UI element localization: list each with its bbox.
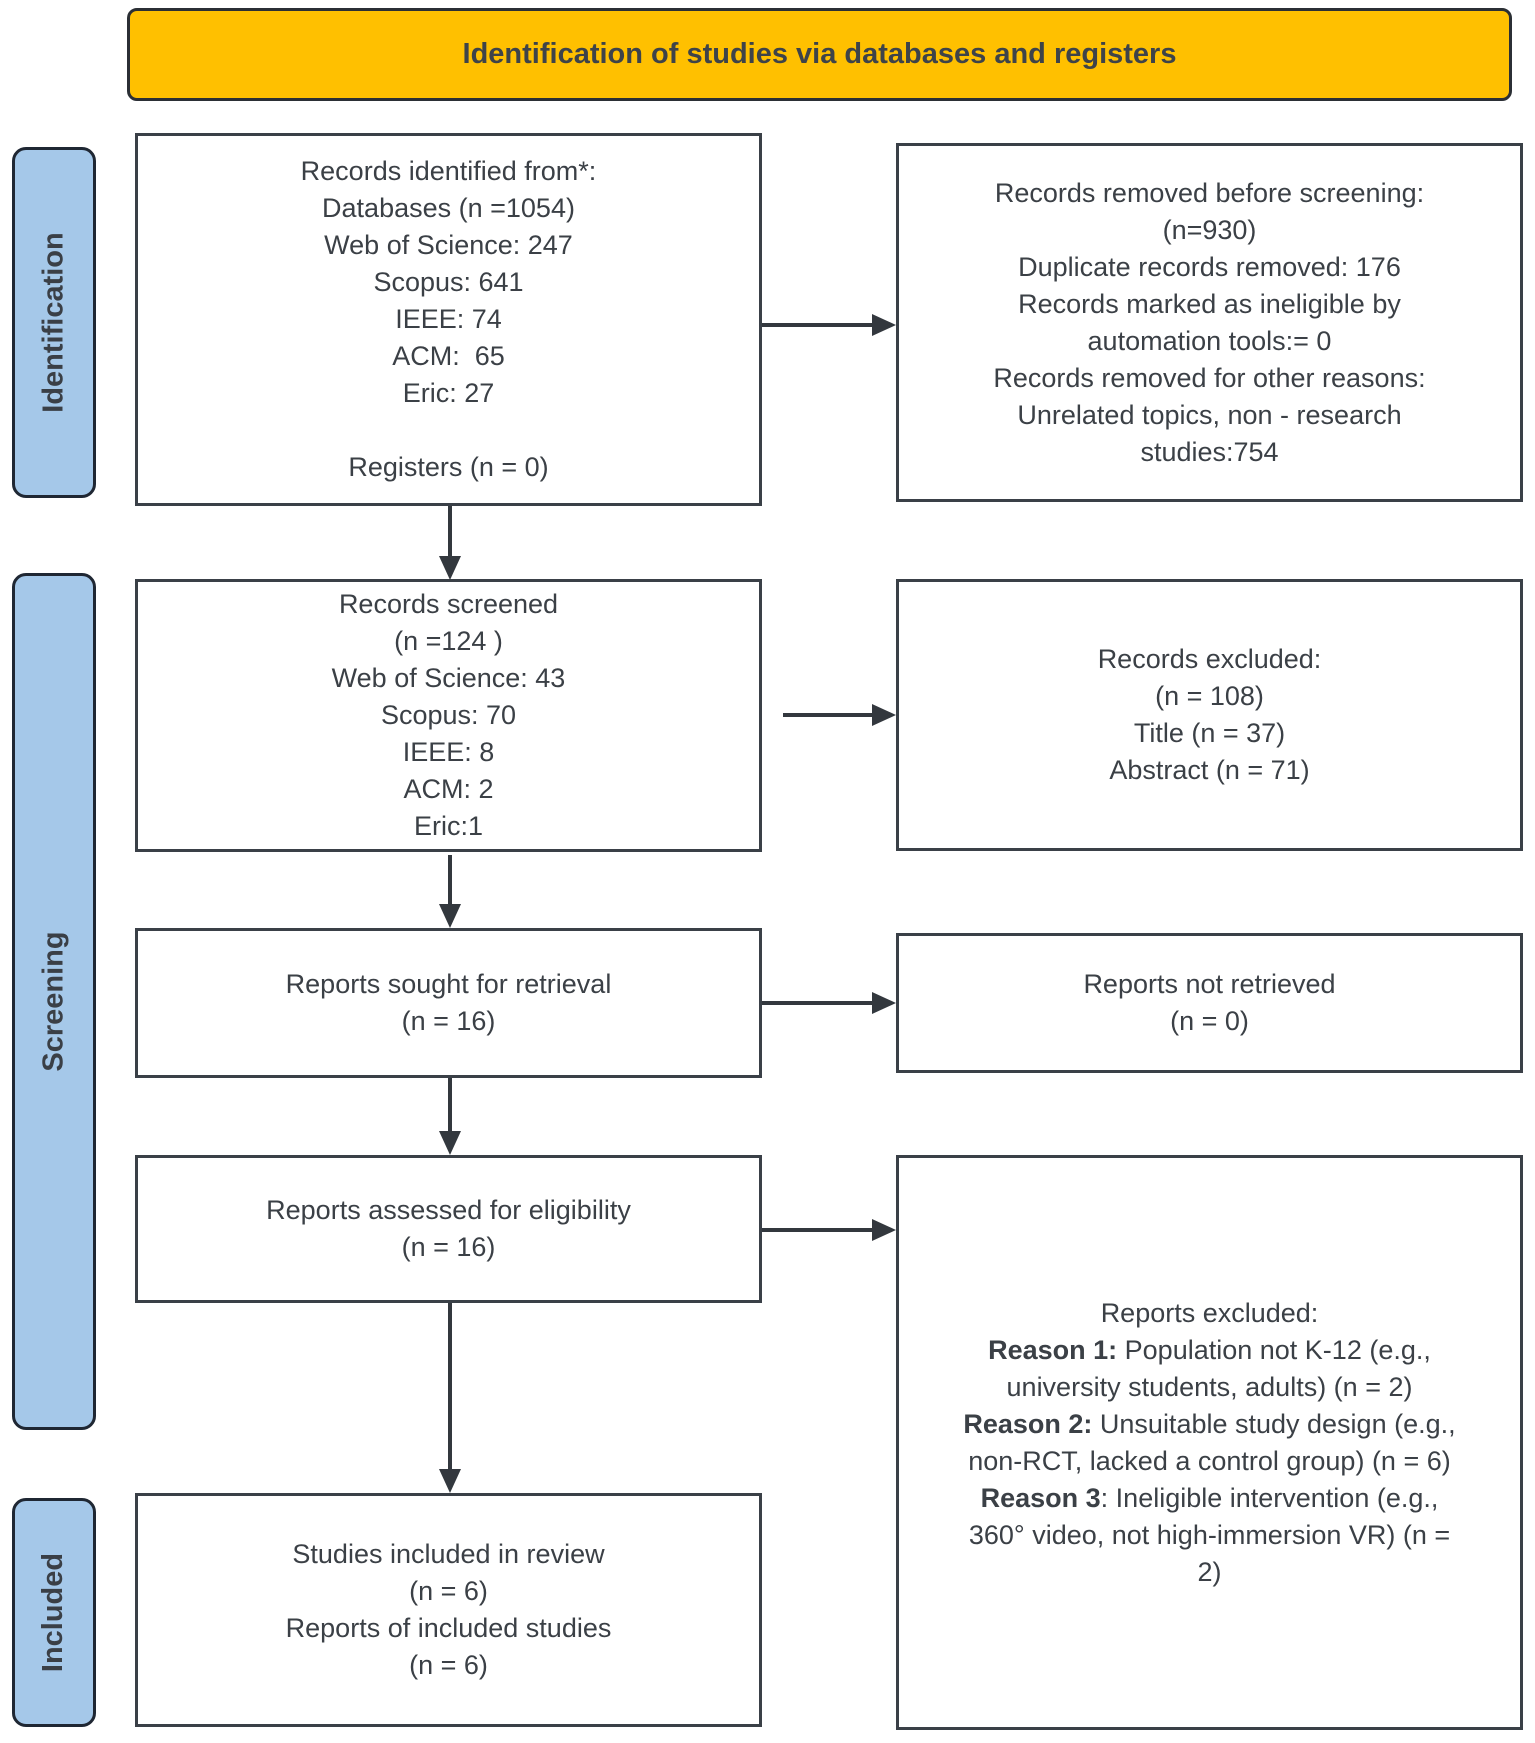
box-records-removed: Records removed before screening: (n=930)… [896,143,1523,502]
text-line: ACM: 2 [403,774,494,804]
arrow-line [783,713,874,717]
text-line: (n = 6) [409,1650,488,1680]
text-line: Scopus: 70 [380,700,517,730]
header-banner: Identification of studies via databases … [127,8,1512,101]
text-line: Reason 3: Ineligible intervention (e.g., [980,1482,1439,1513]
arrow-line [448,855,452,906]
text-line: Eric: 27 [402,378,495,408]
text-line: Records identified from*: [300,156,597,186]
text-line: (n = 108) [1155,681,1264,711]
text-line: Reports sought for retrieval [285,969,612,999]
arrow-head-right-icon [872,314,896,336]
text-line: Studies included in review [292,1539,605,1569]
text-line: (n=930) [1162,214,1257,245]
phase-included-label: Included [37,1552,70,1673]
text-line: Duplicate records removed: 176 [1018,251,1401,282]
text-line: Records removed for other reasons: [993,362,1426,393]
arrow-line [448,506,452,558]
text-line: Scopus: 641 [373,267,524,297]
phase-included: Included [12,1498,96,1727]
text-line: Reason 2: Unsuitable study design (e.g., [963,1408,1456,1439]
box-records-screened: Records screened (n =124 ) Web of Science:… [135,579,762,852]
text-line: Reports assessed for eligibility [266,1195,631,1225]
text-line: Records removed before screening: [994,177,1425,208]
text-line: Records marked as ineligible by [1018,288,1401,319]
box-reports-sought: Reports sought for retrieval (n = 16) [135,928,762,1078]
arrow-head-down-icon [439,1469,461,1493]
text-line: (n = 6) [409,1576,488,1606]
text-line: 2) [1197,1556,1222,1587]
text-line: Reports excluded: [1100,1297,1319,1328]
text-line: IEEE: 8 [402,737,495,767]
text-line: 360° video, not high-immersion VR) (n = [968,1519,1451,1550]
text-line: Registers (n = 0) [348,452,549,482]
arrow-line [762,1228,874,1232]
text-line: Records screened [338,589,559,619]
box-records-excluded: Records excluded: (n = 108) Title (n = 37)… [896,579,1523,851]
text-line: Reports not retrieved [1083,969,1336,999]
text-line: non-RCT, lacked a control group) (n = 6) [968,1445,1451,1476]
phase-screening: Screening [12,573,96,1430]
text-line: studies:754 [1140,436,1279,467]
arrow-head-right-icon [872,992,896,1014]
text-line: (n = 16) [401,1006,496,1036]
text-line: Reason 1: Population not K-12 (e.g., [988,1334,1431,1365]
text-line: (n =124 ) [394,626,503,656]
text-line: Unrelated topics, non - research [1017,399,1402,430]
text-line [445,412,453,449]
text-line: ACM: 65 [392,341,505,371]
phase-identification: Identification [12,147,96,498]
text-line: (n = 0) [1170,1006,1249,1036]
arrow-head-right-icon [872,704,896,726]
box-reports-excluded: Reports excluded: Reason 1: Population no… [896,1155,1523,1730]
header-title: Identification of studies via databases … [462,38,1177,70]
arrow-line [762,323,874,327]
text-line: Web of Science: 43 [331,663,566,693]
box-studies-included: Studies included in review (n = 6) Reports… [135,1493,762,1727]
text-line: Abstract (n = 71) [1109,755,1310,785]
box-records-identified: Records identified from*: Databases (n =1… [135,133,762,506]
arrow-head-down-icon [439,904,461,928]
text-line: Web of Science: 247 [324,230,573,260]
arrow-line [448,1303,452,1471]
phase-identification-label: Identification [37,232,70,413]
text-line: Records excluded: [1097,644,1322,674]
box-reports-assessed: Reports assessed for eligibility (n = 16) [135,1155,762,1303]
arrow-line [762,1001,874,1005]
arrow-head-right-icon [872,1219,896,1241]
text-line: automation tools:= 0 [1087,325,1332,356]
arrow-head-down-icon [439,1131,461,1155]
text-line: university students, adults) (n = 2) [1006,1371,1413,1402]
text-line: IEEE: 74 [395,304,502,334]
arrow-head-down-icon [439,556,461,580]
text-line: Title (n = 37) [1133,718,1286,748]
box-reports-not-retrieved: Reports not retrieved (n = 0) [896,933,1523,1073]
text-line: Eric:1 [413,811,484,841]
text-line: Databases (n =1054) [322,193,575,223]
arrow-line [448,1078,452,1133]
phase-screening-label: Screening [37,931,70,1072]
text-line: (n = 16) [401,1232,496,1262]
text-line: Reports of included studies [285,1613,612,1643]
